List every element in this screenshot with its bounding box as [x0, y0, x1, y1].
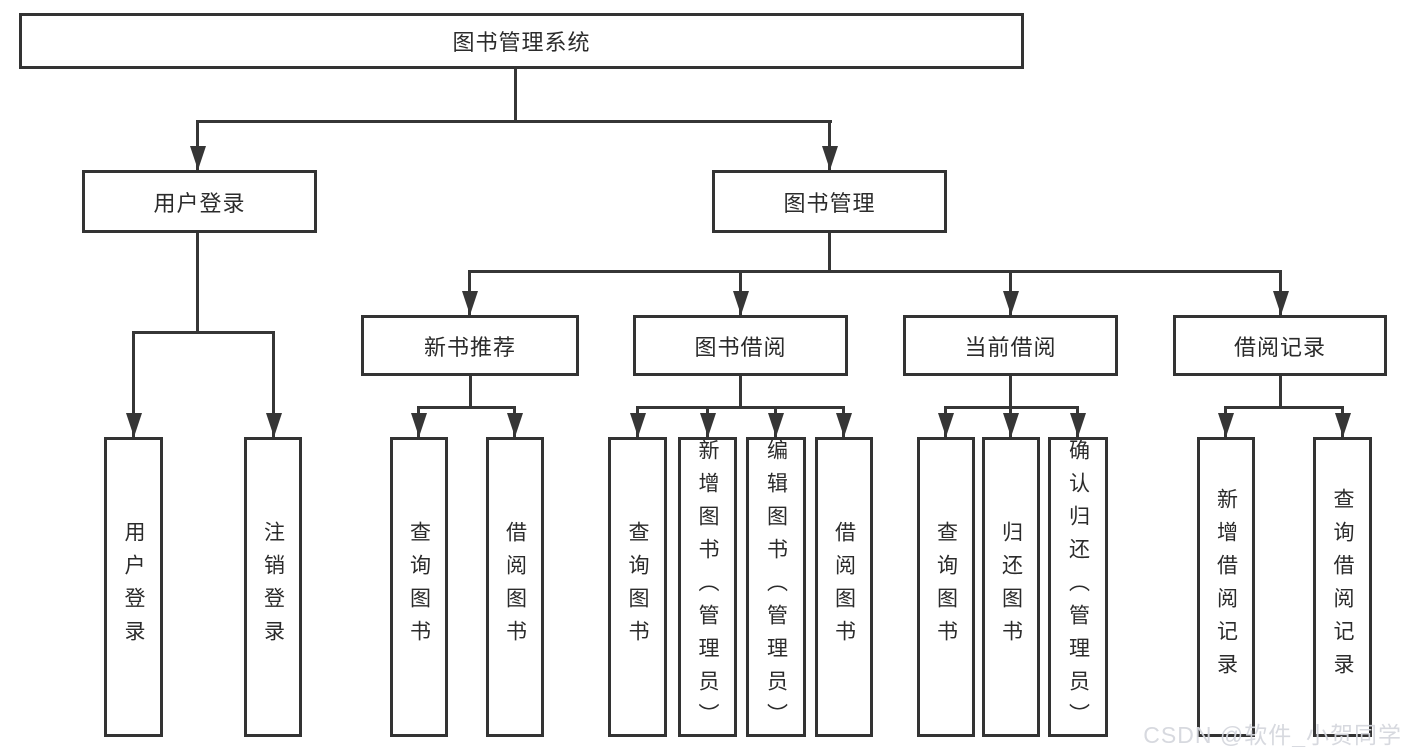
connector-arrow: [189, 120, 206, 170]
connector-arrow: [125, 331, 142, 437]
connector-line: [417, 406, 516, 409]
connector-line: [514, 69, 517, 122]
connector-arrow: [1217, 406, 1234, 437]
leaf-query-books-recommend: 查询图书: [390, 437, 448, 737]
connector-line: [828, 233, 831, 272]
leaf-borrow-books-recommend: 借阅图书: [486, 437, 544, 737]
leaf-add-book-admin: 新增图书（管理员）: [678, 437, 737, 737]
connector-arrow: [1272, 270, 1289, 315]
connector-arrow: [732, 270, 749, 315]
connector-arrow: [461, 270, 478, 315]
connector-line: [468, 270, 1281, 273]
leaf-query-books-current: 查询图书: [917, 437, 975, 737]
node-label: 借阅图书: [832, 521, 856, 653]
node-label: 用户登录: [122, 521, 145, 653]
node-label: 新书推荐: [423, 334, 516, 360]
csdn-watermark: CSDN @软件_小贺同学: [1143, 722, 1402, 747]
node-label: 图书管理: [783, 190, 876, 216]
connector-arrow: [629, 406, 646, 437]
connector-line: [1009, 376, 1012, 408]
node-book-management: 图书管理: [712, 170, 947, 233]
node-label: 图书管理系统: [452, 30, 591, 55]
connector-line: [1224, 406, 1344, 409]
leaf-return-books: 归还图书: [982, 437, 1040, 737]
node-label: 查询图书: [407, 521, 431, 653]
node-label: 编辑图书（管理员）: [764, 438, 788, 736]
node-label: 当前借阅: [964, 334, 1057, 360]
connector-arrow: [1002, 406, 1019, 437]
node-label: 注销登录: [261, 521, 285, 653]
leaf-borrow-books-borrowing: 借阅图书: [815, 437, 873, 737]
node-current-borrowing: 当前借阅: [903, 315, 1118, 376]
node-borrowing-records: 借阅记录: [1173, 315, 1387, 376]
node-label: 借阅图书: [503, 521, 527, 653]
connector-arrow: [767, 406, 784, 437]
connector-line: [1279, 376, 1282, 408]
node-label: 确认归还（管理员）: [1066, 438, 1090, 736]
connector-line: [739, 376, 742, 408]
connector-arrow: [821, 120, 838, 170]
node-label: 用户登录: [153, 190, 246, 216]
node-book-borrowing: 图书借阅: [633, 315, 848, 376]
node-user-login: 用户登录: [82, 170, 317, 233]
node-label: 查询借阅记录: [1331, 488, 1354, 686]
node-new-book-recommendation: 新书推荐: [361, 315, 579, 376]
leaf-confirm-return-admin: 确认归还（管理员）: [1048, 437, 1108, 737]
node-label: 新增图书（管理员）: [696, 438, 719, 736]
connector-line: [132, 331, 275, 334]
node-label: 图书借阅: [694, 334, 787, 360]
leaf-edit-book-admin: 编辑图书（管理员）: [746, 437, 806, 737]
node-label: 新增借阅记录: [1214, 488, 1238, 686]
connector-arrow: [1002, 270, 1019, 315]
leaf-logout: 注销登录: [244, 437, 302, 737]
leaf-query-books-borrowing: 查询图书: [608, 437, 667, 737]
connector-arrow: [1334, 406, 1351, 437]
connector-arrow: [699, 406, 716, 437]
node-label: 查询图书: [934, 521, 958, 653]
connector-line: [196, 233, 199, 333]
connector-arrow: [410, 406, 427, 437]
connector-arrow: [506, 406, 523, 437]
node-label: 借阅记录: [1233, 334, 1326, 360]
leaf-add-borrow-record: 新增借阅记录: [1197, 437, 1255, 737]
leaf-query-borrow-record: 查询借阅记录: [1313, 437, 1372, 737]
node-label: 查询图书: [626, 521, 649, 653]
node-library-management-system: 图书管理系统: [19, 13, 1024, 69]
connector-line: [636, 406, 845, 409]
node-label: 归还图书: [999, 521, 1023, 653]
connector-arrow: [835, 406, 852, 437]
connector-arrow: [937, 406, 954, 437]
connector-arrow: [1069, 406, 1086, 437]
connector-line: [196, 120, 832, 123]
connector-line: [469, 376, 472, 408]
leaf-user-login: 用户登录: [104, 437, 163, 737]
connector-arrow: [265, 331, 282, 437]
